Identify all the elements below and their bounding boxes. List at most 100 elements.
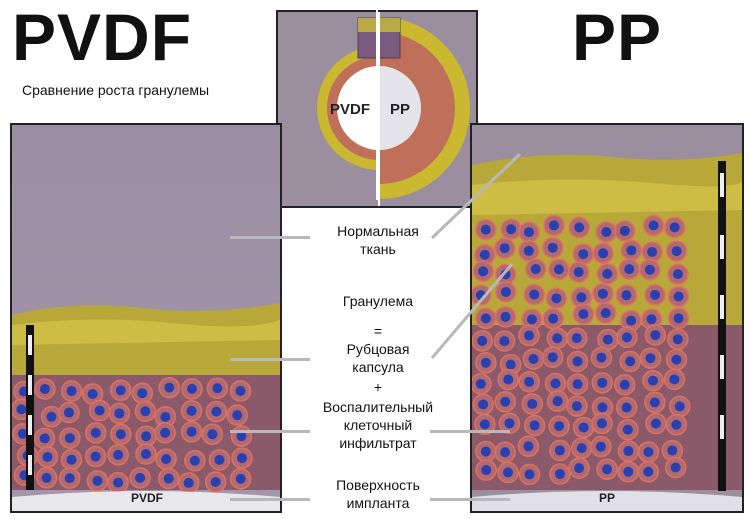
cell-nucleus [140,406,151,417]
cell-nucleus [602,334,613,345]
cell-nucleus [673,291,684,302]
cell-nucleus [499,243,510,254]
cell-nucleus [115,429,126,440]
pointer-infl-left [230,430,310,433]
cell-nucleus [643,446,654,457]
cell-nucleus [161,454,172,465]
cell-nucleus [523,227,534,238]
cell-nucleus [645,353,656,364]
label-infl-line1: Воспалительный [322,399,434,415]
cell-nucleus [478,266,489,277]
cell-nucleus [646,314,657,325]
cell-nucleus [523,245,534,256]
cell-nucleus [597,377,608,388]
inset-label-pvdf: PVDF [330,101,370,118]
label-surface-line2: импланта [346,495,410,511]
label-scar-capsule: Рубцовая капсула [300,340,456,376]
cell-nucleus [625,356,636,367]
cell-nucleus [39,433,50,444]
cell-nucleus [232,410,243,421]
cell-nucleus [214,454,225,465]
cell-nucleus [621,402,632,413]
cell-nucleus [529,289,540,300]
cell-nucleus [672,334,683,345]
cell-nucleus [477,335,488,346]
cell-nucleus [186,405,197,416]
cell-nucleus [669,222,680,233]
cell-nucleus [479,419,490,430]
cell-nucleus [647,246,658,257]
cell-nucleus [528,354,539,365]
cell-nucleus [602,268,613,279]
cell-nucleus [672,269,683,280]
cell-nucleus [503,374,514,385]
cell-nucleus [527,398,538,409]
cell-nucleus [236,453,247,464]
cell-nucleus [16,404,27,415]
cell-nucleus [236,431,247,442]
cell-nucleus [650,289,661,300]
cell-nucleus [601,226,612,237]
subtitle: Сравнение роста гранулемы [22,82,210,98]
cell-nucleus [475,378,486,389]
cell-nucleus [597,402,608,413]
cell-nucleus [235,385,246,396]
cell-nucleus [623,466,634,477]
cell-nucleus [64,433,75,444]
cell-nucleus [595,441,606,452]
cell-nucleus [554,421,565,432]
cell-nucleus [597,288,608,299]
cell-nucleus [524,330,535,341]
cell-nucleus [505,359,516,370]
cell-nucleus [90,451,101,462]
cell-nucleus [212,383,223,394]
surface-label-pvdf: PVDF [130,491,163,505]
cell-nucleus [578,249,589,260]
cell-nucleus [137,388,148,399]
panel-pvdf: PVDF [10,123,282,513]
label-granuloma: Гранулема [342,293,414,309]
inset-label-pp: PP [390,101,410,118]
cell-nucleus [552,396,563,407]
cell-nucleus [576,292,587,303]
cell-nucleus [480,446,491,457]
cell-nucleus [648,220,659,231]
cell-nucleus [552,333,563,344]
cell-nucleus [573,267,584,278]
cell-nucleus [572,379,583,390]
cell-nucleus [554,445,565,456]
label-infl-line3: инфильтрат [339,435,417,451]
cell-nucleus [671,246,682,257]
pointer-capsule-left [230,358,310,361]
cell-nucleus [622,424,633,435]
cell-nucleus [647,375,658,386]
label-scar-line2: капсула [352,359,404,375]
cell-nucleus [41,472,52,483]
cell-nucleus [17,428,28,439]
cell-nucleus [572,356,583,367]
cell-nucleus [530,264,541,275]
cell-nucleus [649,397,660,408]
cell-nucleus [571,401,582,412]
cell-nucleus [235,473,246,484]
cell-nucleus [186,426,197,437]
label-normal-tissue-line1: Нормальная [337,223,419,239]
cell-nucleus [478,399,489,410]
cell-nucleus [39,383,50,394]
pointer-surface-left [230,498,310,501]
cell-nucleus [503,467,514,478]
cell-nucleus [499,336,510,347]
pvdf-tissue-illustration [12,125,280,511]
cell-nucleus [524,376,535,387]
cell-nucleus [547,242,558,253]
label-normal-tissue-line2: ткань [360,241,396,257]
cell-nucleus [64,473,75,484]
pvdf-core [337,66,379,150]
pointer-normal-left [230,236,310,239]
surface-label-pp: PP [598,491,615,505]
cell-nucleus [92,475,103,486]
cell-nucleus [523,441,534,452]
cell-nucleus [549,220,560,231]
cell-nucleus [163,473,174,484]
pointer-infl-right [430,430,510,433]
